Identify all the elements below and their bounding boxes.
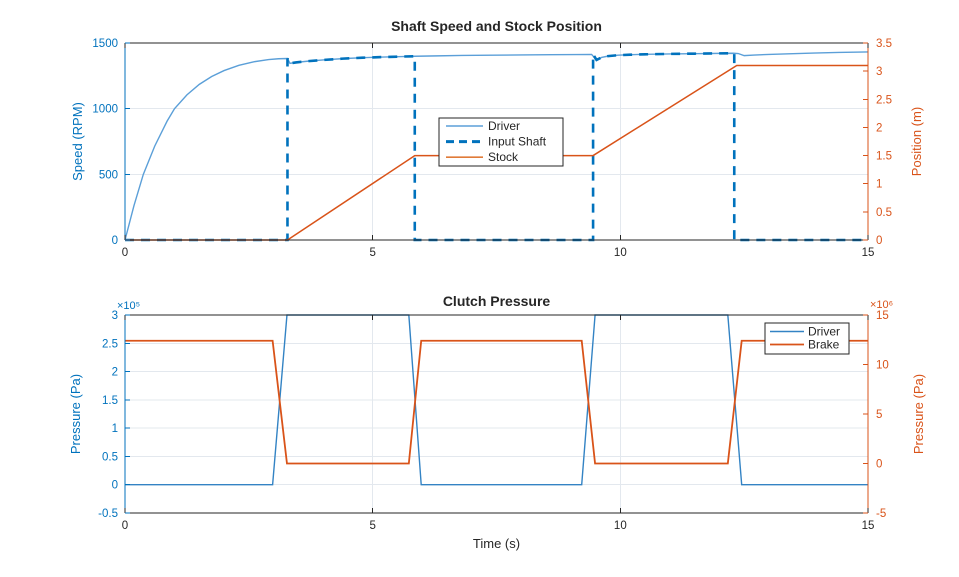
tick-labels: 0 5 10 15 -0.5 0 0.5 1 1.5 2 2.5 3 -5 0 5 10 15 [98, 310, 889, 532]
x-tick-label: 0 [122, 247, 128, 259]
ylabel-left-bottom: Pressure (Pa) [68, 374, 83, 454]
chart-title-bottom: Clutch Pressure [443, 293, 551, 309]
y-right-tick-label: 15 [876, 310, 889, 322]
series-driver [124, 51, 869, 241]
y-right-tick-label: 10 [876, 360, 889, 372]
y-left-tick-label: 1500 [92, 38, 118, 50]
y-left-tick-label: 1 [112, 423, 118, 435]
ylabel-right-top: Position (m) [909, 107, 924, 176]
xlabel-time: Time (s) [473, 536, 520, 551]
legend-item-driver[interactable]: Driver [446, 119, 520, 133]
x-tick-label: 10 [614, 520, 627, 532]
x-tick-label: 10 [614, 247, 627, 259]
axes-spines [124, 314, 869, 514]
y-left-tick-label: 3 [112, 310, 118, 322]
legend-item-input-shaft[interactable]: Input Shaft [446, 135, 547, 149]
y-left-tick-label: 1000 [92, 104, 118, 116]
y-right-tick-label: 3.5 [876, 38, 892, 50]
tick-marks [124, 314, 869, 514]
y-left-tick-label: -0.5 [98, 508, 118, 520]
legend-item-driver[interactable]: Driver [770, 325, 840, 339]
x-tick-label: 5 [369, 247, 375, 259]
y-left-tick-label: 0.5 [102, 451, 118, 463]
series-brake [125, 339, 868, 465]
x-tick-label: 0 [122, 520, 128, 532]
x-tick-label: 15 [862, 520, 875, 532]
y-right-tick-label: 2 [876, 122, 882, 134]
legend-item-brake[interactable]: Brake [770, 338, 840, 352]
x-tick-label: 15 [862, 247, 875, 259]
y-right-tick-label: 1.5 [876, 151, 892, 163]
legend-label: Input Shaft [488, 135, 547, 149]
legend-label: Stock [488, 150, 519, 164]
gridlines [125, 315, 868, 513]
y-left-tick-label: 2 [112, 367, 118, 379]
legend-label: Driver [488, 119, 520, 133]
chart-title-top: Shaft Speed and Stock Position [391, 18, 602, 34]
y-left-tick-label: 500 [99, 169, 118, 181]
y-right-tick-label: 0 [876, 459, 882, 471]
ylabel-left-top: Speed (RPM) [70, 102, 85, 181]
y-right-tick-label: 2.5 [876, 94, 892, 106]
y-right-tick-label: -5 [876, 508, 886, 520]
y-right-tick-label: 0.5 [876, 207, 892, 219]
left-axis-multiplier: ×10⁵ [117, 300, 140, 312]
y-right-tick-label: 1 [876, 179, 882, 191]
y-left-tick-label: 1.5 [102, 395, 118, 407]
legend-label: Brake [808, 338, 840, 352]
y-left-tick-label: 0 [112, 480, 118, 492]
x-tick-label: 5 [369, 520, 375, 532]
y-right-tick-label: 5 [876, 409, 882, 421]
gridlines [125, 43, 868, 240]
tick-marks [124, 42, 869, 241]
y-right-tick-label: 3 [876, 66, 882, 78]
axes-spines [124, 42, 869, 241]
y-right-tick-label: 0 [876, 235, 882, 247]
y-left-tick-label: 2.5 [102, 338, 118, 350]
y-left-tick-label: 0 [112, 235, 118, 247]
right-axis-multiplier: ×10⁶ [870, 299, 893, 311]
legend-item-stock[interactable]: Stock [446, 150, 519, 164]
legend-label: Driver [808, 325, 840, 339]
ylabel-right-bottom: Pressure (Pa) [911, 374, 926, 454]
